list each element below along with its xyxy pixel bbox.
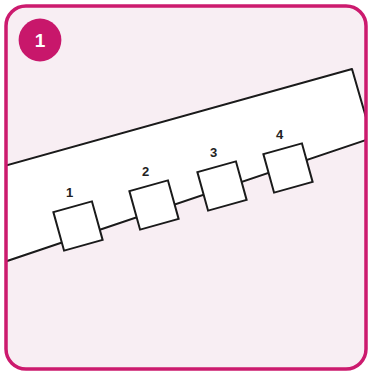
pad-number: 1 [66,186,73,199]
panel-border [6,6,366,369]
test-pads [53,143,312,250]
pad-number: 2 [142,165,149,178]
test-strip [6,69,366,262]
pad-number: 3 [210,146,217,159]
step-number: 1 [18,18,62,62]
step-badge: 1 [18,18,62,62]
pad-number: 4 [276,128,283,141]
